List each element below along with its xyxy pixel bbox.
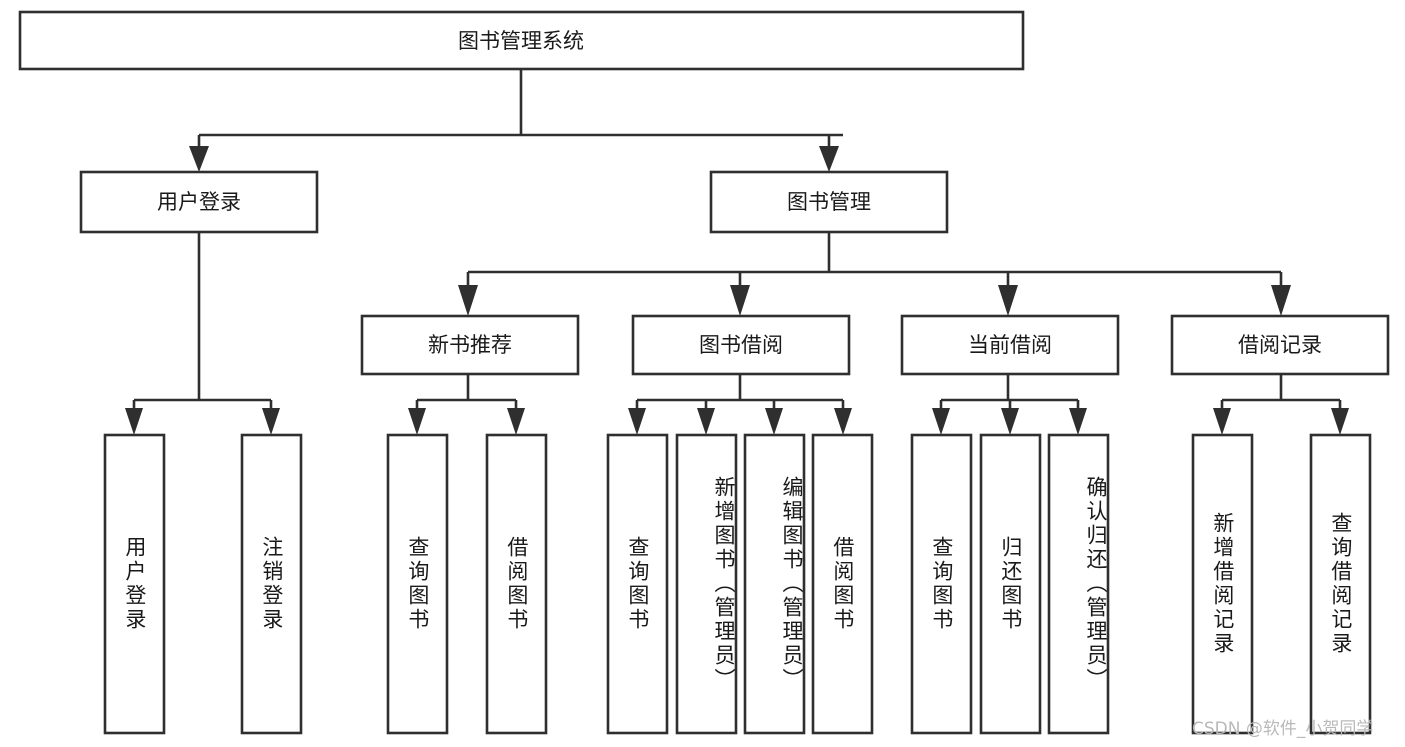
leaf-query-book-3-box[interactable] — [910, 433, 973, 735]
arrowhead-leaf-query-book-1 — [408, 408, 426, 435]
node-book-borrow[interactable]: 图书借阅 — [631, 314, 851, 376]
node-root-label: 图书管理系统 — [458, 29, 584, 53]
connector-group-new-book-recommend — [408, 374, 525, 435]
arrowhead-borrow-record — [1271, 285, 1291, 316]
connector-group-book-management — [458, 232, 1291, 316]
leaf-user-login-box[interactable] — [103, 433, 166, 735]
arrowhead-leaf-return-book — [1001, 408, 1019, 435]
leaf-boxes — [103, 433, 1372, 735]
connector-group-current-borrow — [932, 374, 1087, 435]
leaf-edit-book-box[interactable] — [743, 433, 806, 735]
leaf-query-book-1-box[interactable] — [386, 433, 449, 735]
arrowhead-leaf-borrow-book-2 — [834, 408, 852, 435]
node-book-borrow-box[interactable] — [631, 314, 851, 376]
node-user-login-label: 用户登录 — [157, 190, 241, 214]
arrowhead-leaf-query-book-3 — [932, 408, 950, 435]
connector-group-borrow-record — [1213, 374, 1349, 435]
watermark-text: CSDN @软件_小贺同学 — [1192, 719, 1374, 739]
node-root-box[interactable] — [18, 10, 1025, 71]
node-root[interactable]: 图书管理系统 — [18, 10, 1025, 71]
node-borrow-record[interactable]: 借阅记录 — [1170, 314, 1390, 376]
node-user-login-box[interactable] — [79, 170, 319, 234]
node-current-borrow-box[interactable] — [900, 314, 1120, 376]
node-new-book-recommend[interactable]: 新书推荐 — [360, 314, 580, 376]
connector-group-root — [189, 69, 843, 172]
leaf-borrow-book-1-box[interactable] — [485, 433, 548, 735]
arrowhead-leaf-query-record — [1331, 408, 1349, 435]
leaf-add-record-box[interactable] — [1191, 433, 1254, 735]
node-borrow-record-box[interactable] — [1170, 314, 1390, 376]
arrowhead-leaf-edit-book — [765, 408, 783, 435]
node-borrow-record-label: 借阅记录 — [1238, 333, 1322, 357]
arrowhead-leaf-logout-login — [262, 408, 280, 435]
arrowhead-leaf-user-login — [125, 408, 143, 435]
leaf-confirm-return-box[interactable] — [1047, 433, 1110, 735]
node-user-login[interactable]: 用户登录 — [79, 170, 319, 234]
arrowhead-book-management — [819, 146, 839, 172]
arrowhead-user-login — [189, 146, 209, 172]
node-current-borrow-label: 当前借阅 — [968, 333, 1052, 357]
arrowhead-leaf-add-book — [697, 408, 715, 435]
arrowhead-current-borrow — [998, 285, 1018, 316]
connector-group-user-login — [125, 232, 280, 435]
arrowhead-new-book-recommend — [458, 285, 478, 316]
leaf-logout-login-box[interactable] — [240, 433, 303, 735]
leaf-add-book-box[interactable] — [675, 433, 738, 735]
connector-group-book-borrow — [628, 374, 852, 435]
node-book-borrow-label: 图书借阅 — [699, 333, 783, 357]
leaf-query-record-box[interactable] — [1309, 433, 1372, 735]
node-book-management-box[interactable] — [709, 170, 949, 234]
node-book-management-label: 图书管理 — [787, 190, 871, 214]
node-book-management[interactable]: 图书管理 — [709, 170, 949, 234]
node-new-book-recommend-box[interactable] — [360, 314, 580, 376]
arrowhead-leaf-confirm-return — [1069, 408, 1087, 435]
leaf-query-book-2-box[interactable] — [606, 433, 669, 735]
node-new-book-recommend-label: 新书推荐 — [428, 333, 512, 357]
arrowhead-leaf-add-record — [1213, 408, 1231, 435]
leaf-borrow-book-2-box[interactable] — [811, 433, 874, 735]
arrowhead-leaf-query-book-2 — [628, 408, 646, 435]
arrowhead-book-borrow — [730, 285, 750, 316]
leaf-return-book-box[interactable] — [979, 433, 1042, 735]
node-current-borrow[interactable]: 当前借阅 — [900, 314, 1120, 376]
arrowhead-leaf-borrow-book-1 — [507, 408, 525, 435]
